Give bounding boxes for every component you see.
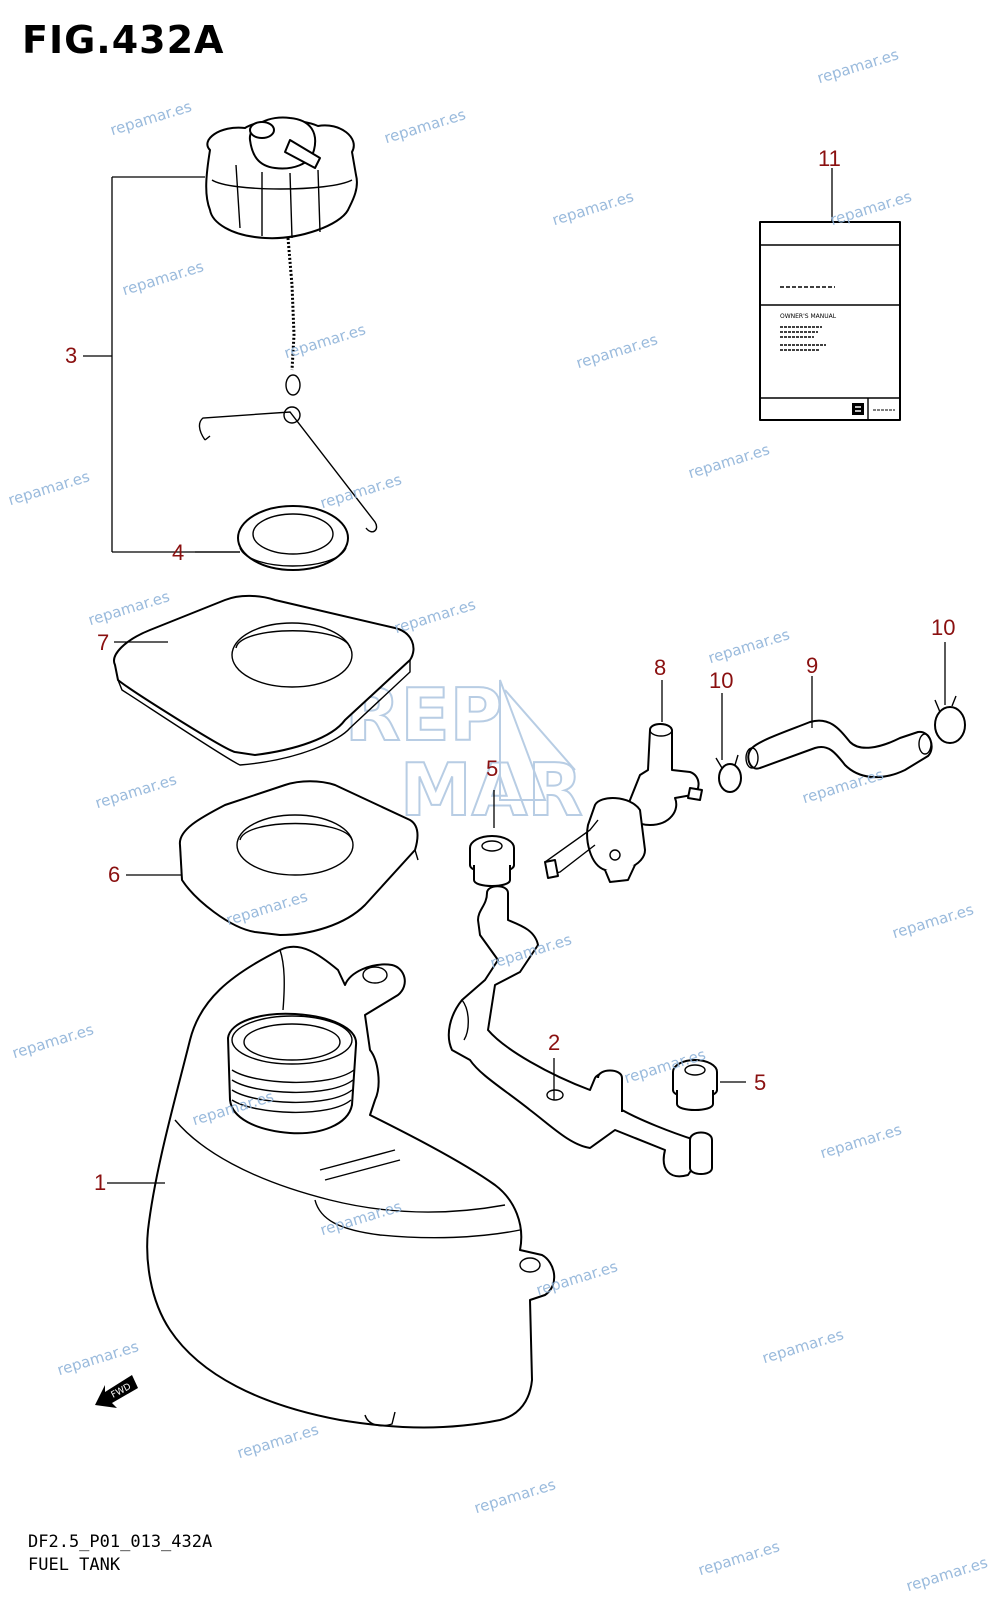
fwd-arrow-icon: FWD bbox=[95, 1375, 138, 1408]
fuel-cock bbox=[544, 723, 703, 883]
watermark-logo: REP MAR bbox=[344, 672, 584, 833]
callout-10-left: 10 bbox=[709, 668, 734, 693]
leader-lines bbox=[83, 168, 946, 1184]
seal-plate-lower bbox=[178, 780, 419, 936]
figure-code: DF2.5_P01_013_432A bbox=[28, 1532, 213, 1552]
hose-clip-left bbox=[715, 754, 742, 793]
grommet-upper bbox=[469, 835, 515, 887]
fuel-tank-body bbox=[146, 945, 556, 1429]
callout-8: 8 bbox=[654, 655, 667, 680]
callout-1: 1 bbox=[94, 1170, 107, 1195]
grommet-lower bbox=[672, 1059, 718, 1111]
bracket bbox=[447, 885, 713, 1178]
callout-2: 2 bbox=[548, 1030, 561, 1055]
callout-5-lower: 5 bbox=[754, 1070, 767, 1095]
wire-hook bbox=[198, 411, 378, 533]
sailboat-icon bbox=[499, 679, 576, 801]
fuel-cap bbox=[205, 116, 358, 240]
gasket-ring bbox=[237, 505, 349, 571]
callout-5-upper: 5 bbox=[486, 756, 499, 781]
fuel-hose bbox=[745, 719, 933, 779]
cap-chain bbox=[283, 237, 301, 424]
filler-neck bbox=[227, 1012, 358, 1135]
callout-7: 7 bbox=[97, 630, 110, 655]
owners-manual: OWNER'S MANUAL bbox=[759, 221, 901, 421]
callout-3: 3 bbox=[65, 343, 78, 368]
callout-6: 6 bbox=[108, 862, 121, 887]
figure-title: FIG.432A bbox=[22, 18, 225, 62]
seal-plate-upper bbox=[113, 594, 415, 766]
callout-11: 11 bbox=[818, 146, 841, 171]
watermark-logo-bottom: MAR bbox=[400, 748, 583, 832]
callout-9: 9 bbox=[806, 653, 819, 678]
hose-clip-right bbox=[934, 695, 966, 744]
callout-4: 4 bbox=[172, 540, 185, 565]
fwd-label: FWD bbox=[110, 1382, 133, 1401]
figure-name: FUEL TANK bbox=[28, 1555, 121, 1575]
manual-cover-text: OWNER'S MANUAL bbox=[780, 313, 837, 320]
callout-10-right: 10 bbox=[931, 615, 956, 640]
